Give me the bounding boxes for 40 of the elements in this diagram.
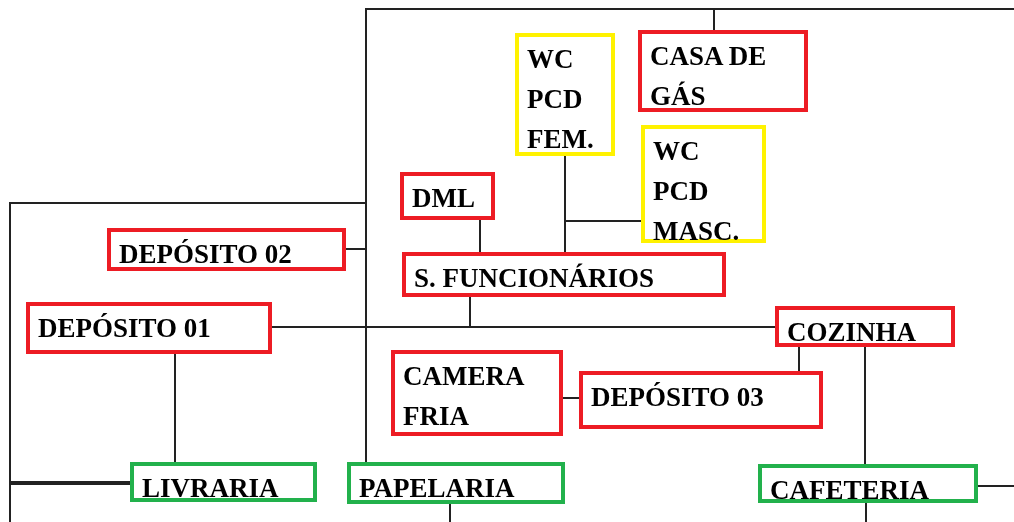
room-box	[758, 464, 978, 503]
connector-line	[562, 397, 580, 399]
room-label: WC PCD MASC.	[653, 135, 741, 248]
connector-line	[345, 248, 367, 463]
room-box	[130, 462, 317, 502]
connector-line	[174, 353, 176, 463]
room-label: DEPÓSITO 02	[119, 238, 292, 271]
room-box	[107, 228, 346, 271]
connector-line	[479, 219, 481, 253]
room-label: DEPÓSITO 03	[591, 381, 764, 414]
room-label: DML	[412, 182, 475, 215]
room-label: S. FUNCIONÁRIOS	[414, 262, 655, 295]
room-box	[400, 172, 495, 220]
room-label: CAMERA FRIA	[403, 360, 525, 433]
room-box	[402, 252, 726, 297]
room-label: CAFETERIA	[770, 474, 930, 507]
room-box	[347, 462, 565, 504]
room-box	[641, 125, 766, 243]
connector-line	[469, 296, 776, 328]
room-box	[579, 371, 823, 429]
connector-line	[9, 8, 715, 483]
room-label: COZINHA	[787, 316, 916, 349]
connector-line	[865, 502, 867, 522]
room-label: DEPÓSITO 01	[38, 312, 211, 345]
connector-line	[864, 346, 866, 465]
connector-line	[713, 8, 1014, 31]
room-label: CASA DE GÁS	[650, 40, 768, 113]
connector-line	[449, 503, 451, 522]
room-label: WC PCD FEM.	[527, 43, 595, 156]
connector-line	[977, 485, 1014, 487]
room-label: PAPELARIA	[359, 472, 515, 505]
room-box	[26, 302, 272, 354]
connector-line	[564, 155, 642, 222]
room-box	[638, 30, 808, 112]
connector-line	[798, 346, 800, 372]
room-label: LIVRARIA	[142, 472, 279, 505]
connector-line	[9, 483, 131, 522]
room-box	[515, 33, 615, 156]
room-box	[775, 306, 955, 347]
room-box	[391, 350, 563, 436]
